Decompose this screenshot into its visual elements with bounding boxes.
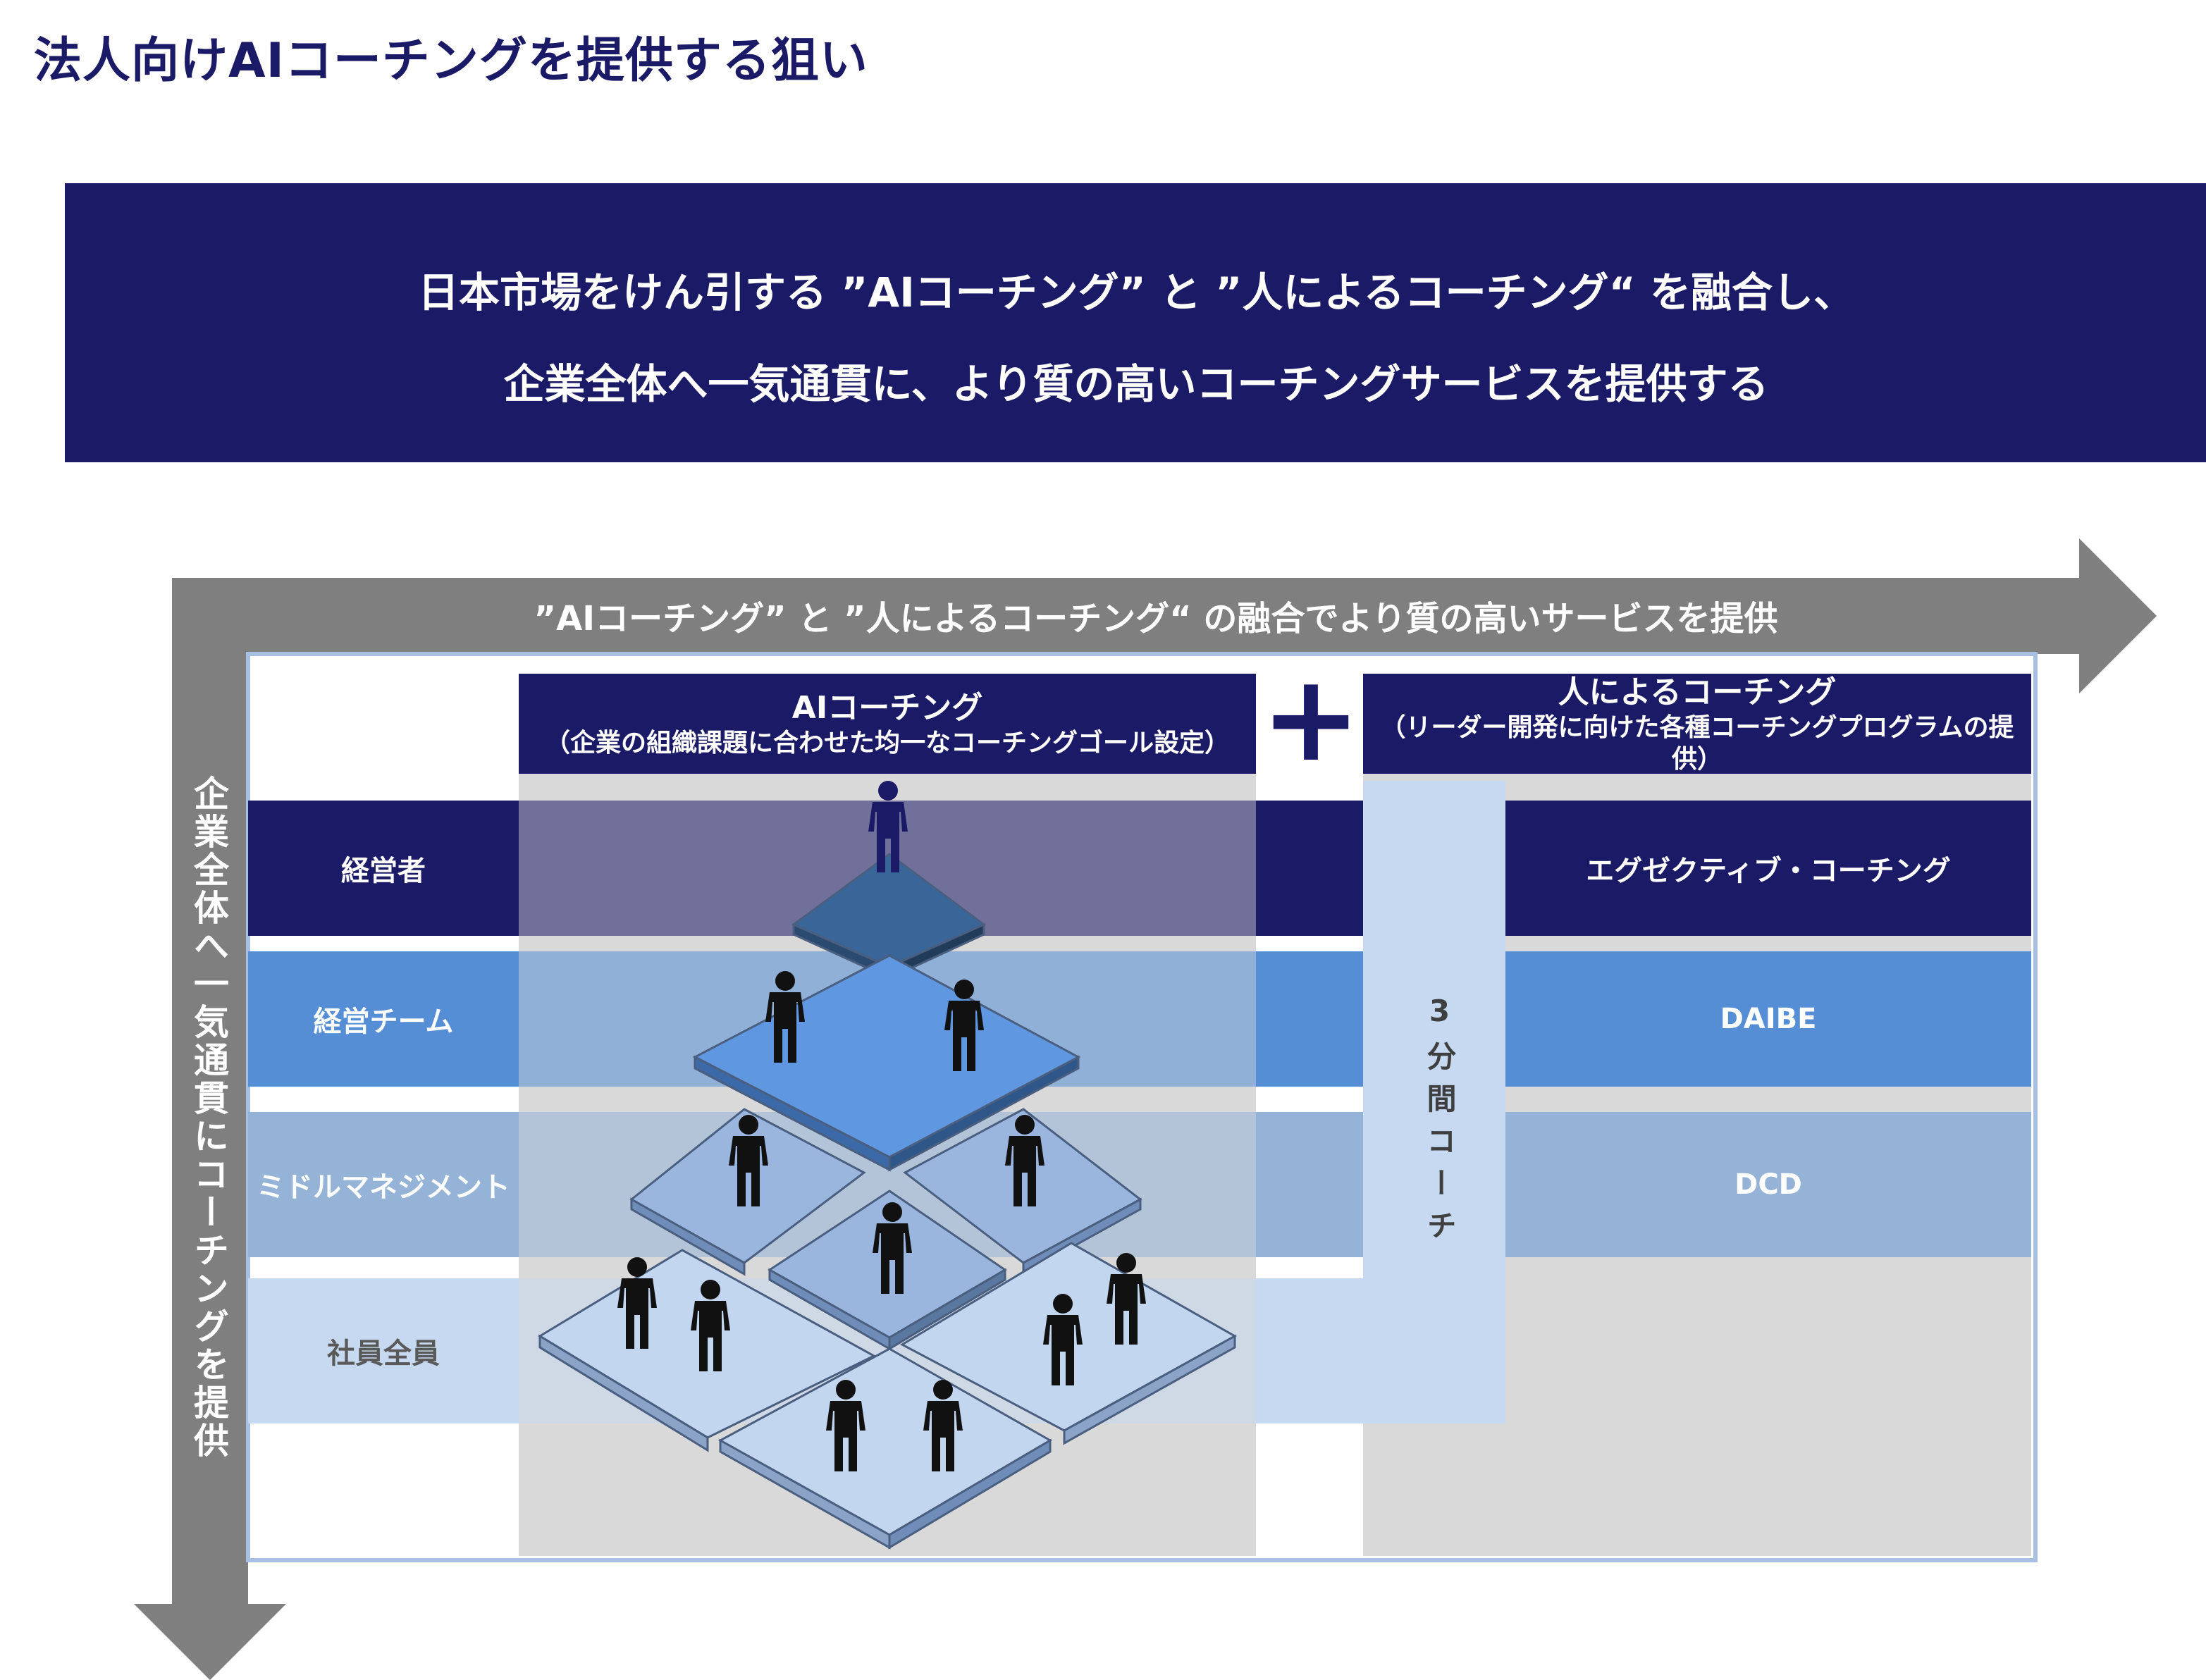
headline-line-2: 企業全体へ一気通貫に、より質の高いコーチングサービスを提供する [503, 360, 1769, 408]
program-box-executive [1505, 801, 2031, 936]
headline-line-1: 日本市場をけん引する ”AIコーチング” と ”人によるコーチング“ を融合し、 [418, 268, 1854, 316]
program-label-management-team: DAIBE [1720, 1003, 1817, 1035]
row-label-all-employees: 社員全員 [327, 1338, 440, 1370]
program-label-middle-management: DCD [1734, 1168, 1802, 1201]
program-label-executive: エグゼクティブ・コーチング [1586, 855, 1951, 887]
row-band-executive [248, 801, 1363, 936]
ai-column-subtitle: （企業の組織課題に合わせた均一なコーチングゴール設定） [544, 729, 1230, 758]
human-column-subtitle: （リーダー開発に向けた各種コーチングプログラムの提供） [1380, 712, 2014, 774]
row-label-executive: 経営者 [341, 855, 426, 887]
page-title: 法人向けAIコーチングを提供する狙い [34, 33, 868, 89]
coach-column-label: 3分間コーチ [1422, 994, 1457, 1252]
vertical-arrow-label: 企業全体へ一気通貫にコーチングを提供 [188, 775, 229, 1460]
headline-banner: 日本市場をけん引する ”AIコーチング” と ”人によるコーチング“ を融合し、… [65, 183, 2206, 462]
program-box-middle-management [1505, 1112, 2031, 1257]
ai-column-title: AIコーチング [791, 690, 983, 726]
coach-column [1256, 781, 1505, 1423]
human-column-header [1363, 674, 2031, 774]
ai-column-header [519, 674, 1256, 774]
horizontal-arrow [172, 538, 2157, 693]
row-label-middle-management: ミドルマネジメント [257, 1171, 510, 1204]
ai-column-header-text: AIコーチング （企業の組織課題に合わせた均一なコーチングゴール設定） [519, 674, 1256, 774]
plus-icon: + [1260, 649, 1362, 789]
program-box-management-team [1505, 951, 2031, 1087]
row-label-management-team: 経営チーム [313, 1006, 454, 1038]
human-column-header-text: 人によるコーチング （リーダー開発に向けた各種コーチングプログラムの提供） [1363, 674, 2031, 774]
human-column-title: 人によるコーチング [1558, 674, 1837, 710]
horizontal-arrow-label: ”AIコーチング” と ”人によるコーチング“ の融合でより質の高いサービスを提… [534, 599, 1778, 638]
